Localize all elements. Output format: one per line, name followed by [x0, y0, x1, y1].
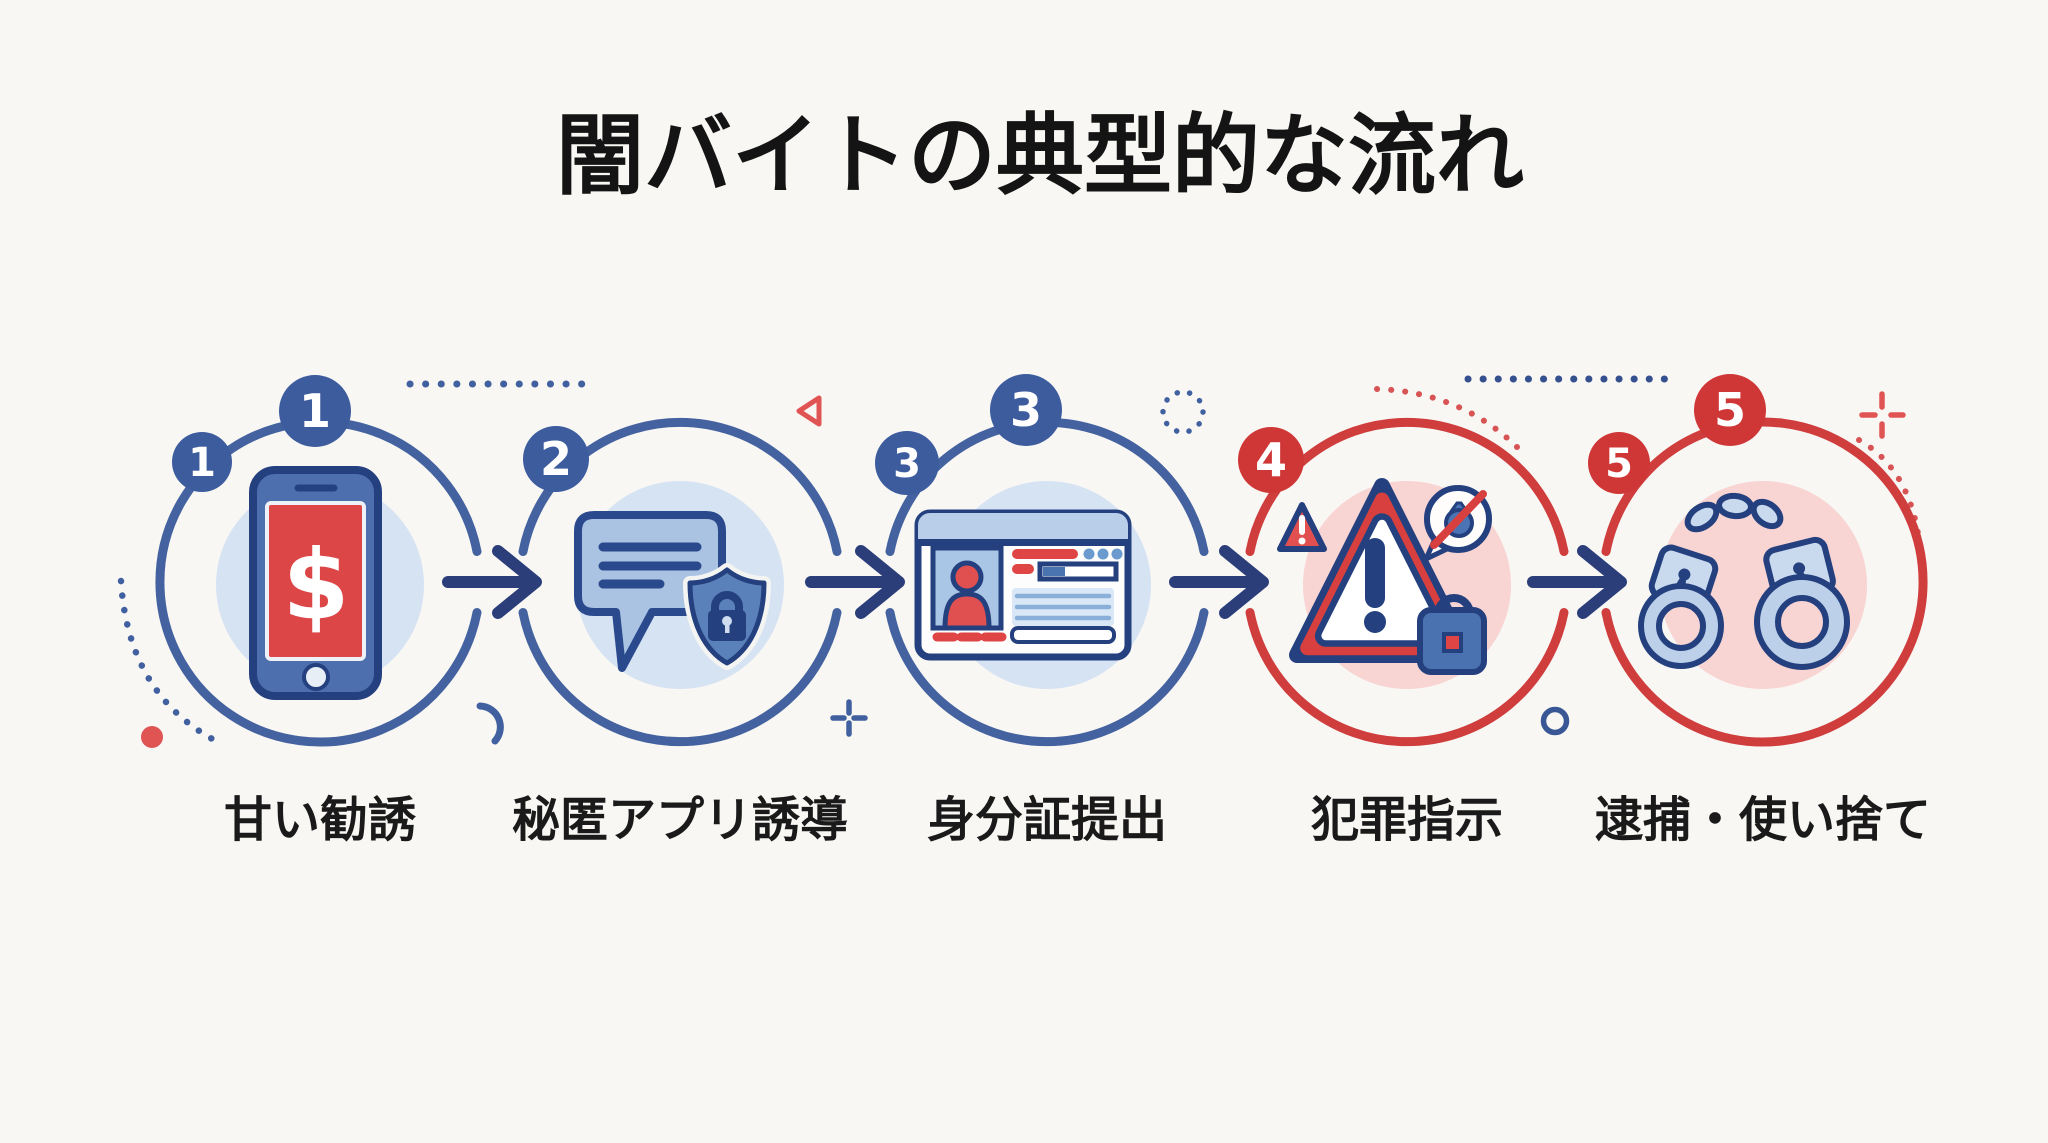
step-4-label: 犯罪指示 — [1311, 792, 1503, 848]
step-3-number: 3 — [1010, 383, 1042, 437]
sparkle-plus-icon — [1859, 391, 1906, 439]
step-5: 5 5 逮捕・使い捨て — [1588, 374, 1931, 848]
plus-icon — [830, 699, 868, 737]
blue-dotted-arc-icon — [117, 577, 220, 745]
step-1-badge: 1 — [279, 375, 351, 447]
arrow-right-icon — [805, 545, 905, 619]
step-2-badge: 2 — [523, 426, 589, 492]
handcuffs-icon — [1638, 492, 1850, 670]
red-dot-icon — [141, 726, 163, 748]
step-1-badge-secondary: 1 — [172, 432, 232, 492]
dotted-circle-icon — [1160, 389, 1206, 435]
step-2: 2 秘匿アプリ誘導 — [512, 417, 848, 848]
step-2-number: 2 — [540, 432, 572, 486]
step-3-number: 3 — [893, 441, 921, 487]
step-1-number: 1 — [188, 440, 216, 486]
circle-outline-icon — [1540, 706, 1570, 736]
flow-arrows — [442, 545, 1627, 619]
step-2-label: 秘匿アプリ誘導 — [512, 792, 848, 848]
step-3-badge: 3 — [990, 374, 1062, 446]
step-3-badge-secondary: 3 — [875, 431, 939, 495]
step-4-number: 4 — [1255, 433, 1287, 487]
step-5-number: 5 — [1714, 383, 1746, 437]
step-5-label: 逮捕・使い捨て — [1595, 792, 1931, 848]
step-1-number: 1 — [299, 384, 331, 438]
arrow-right-icon — [442, 545, 542, 619]
step-4: 4 犯罪指示 — [1238, 417, 1569, 848]
arrow-right-icon — [1527, 545, 1627, 619]
dollar-symbol: $ — [283, 530, 350, 642]
curve-accent-icon — [476, 702, 504, 745]
step-5-badge: 5 — [1694, 374, 1766, 446]
chat-shield-lock-icon — [574, 511, 771, 672]
step-1-ring — [155, 417, 482, 747]
handbag-icon — [1417, 594, 1487, 675]
arrow-right-icon — [1169, 545, 1269, 619]
red-dotted-arc-icon — [1374, 386, 1522, 452]
id-card-icon — [914, 509, 1132, 661]
step-5-badge-secondary: 5 — [1588, 432, 1650, 494]
smartphone-money-icon: $ — [249, 466, 382, 700]
step-3: 3 3 身分証提出 — [875, 374, 1209, 848]
triangle-outline-icon — [796, 395, 822, 427]
step-1: $ 1 1 甘い勧誘 — [155, 375, 482, 848]
page-title: 闇バイトの典型的な流れ — [556, 104, 1524, 207]
step-5-ring — [1601, 417, 1928, 747]
small-warning-triangle-icon — [1277, 502, 1327, 552]
step-1-label: 甘い勧誘 — [224, 792, 416, 848]
step-4-badge: 4 — [1238, 427, 1304, 493]
step-5-number: 5 — [1605, 441, 1633, 487]
no-money-bubble-icon — [1423, 485, 1492, 562]
step-3-label: 身分証提出 — [927, 792, 1167, 848]
